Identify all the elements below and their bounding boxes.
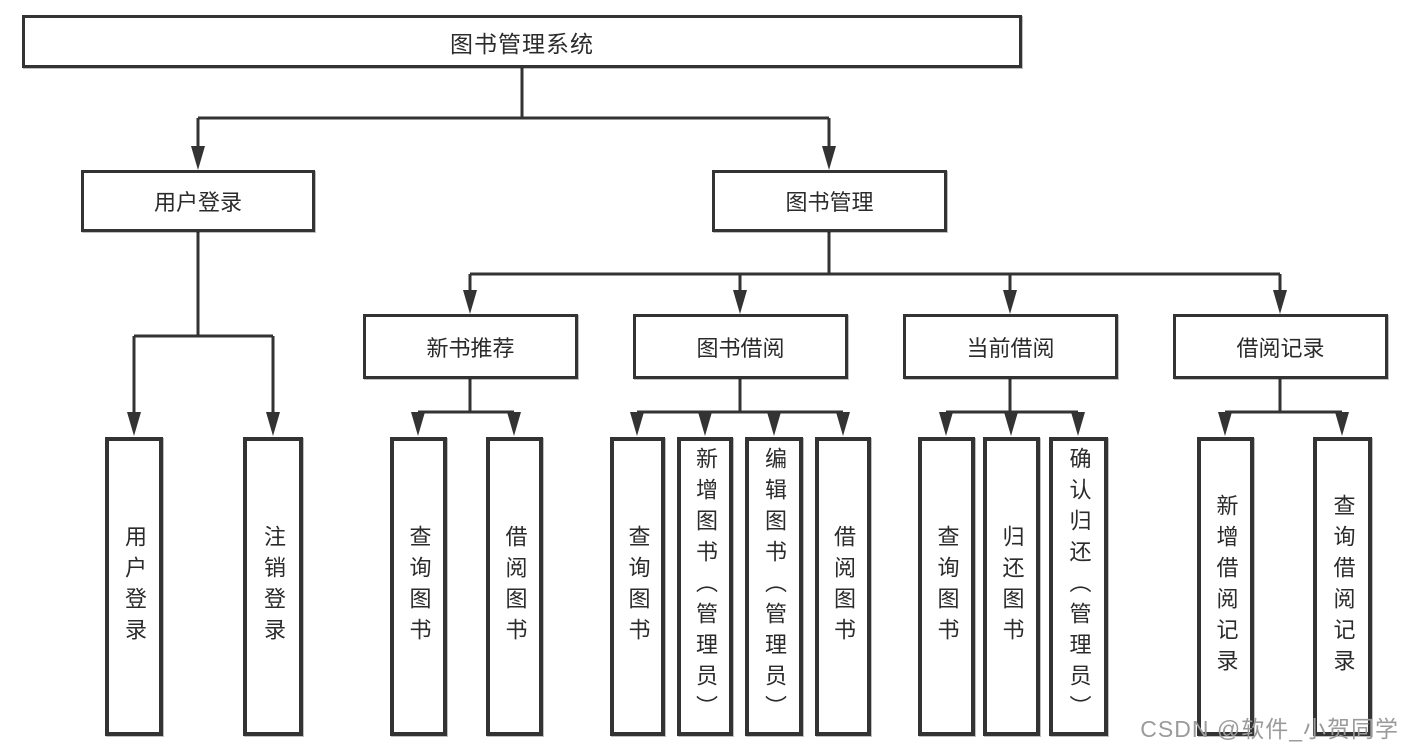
node-library-management-system: 图书管理系统 [22, 15, 1022, 68]
csdn-watermark: CSDN @软件_小贺同学 [1140, 716, 1399, 742]
node-leaf-user-login: 用户登录 [105, 437, 163, 736]
node-label: 归还图书 [999, 524, 1025, 649]
node-label: 确认归还（管理员） [1066, 447, 1092, 726]
node-label: 查询借阅记录 [1330, 493, 1356, 680]
node-label: 图书管理系统 [450, 30, 594, 57]
node-book-management: 图书管理 [712, 170, 947, 232]
node-leaf-query-book-3: 查询图书 [918, 437, 975, 736]
node-leaf-logout: 注销登录 [243, 437, 303, 736]
node-leaf-edit-book-admin: 编辑图书（管理员） [745, 437, 803, 736]
node-label: 查询图书 [934, 524, 960, 649]
node-leaf-borrow-book-1: 借阅图书 [486, 437, 543, 736]
node-current-borrow: 当前借阅 [903, 314, 1118, 379]
node-book-borrow: 图书借阅 [633, 314, 848, 379]
node-user-login: 用户登录 [81, 170, 315, 232]
node-new-book-recommend: 新书推荐 [363, 314, 578, 379]
node-label: 图书管理 [785, 190, 874, 215]
node-label: 当前借阅 [966, 335, 1055, 361]
node-leaf-confirm-return-admin: 确认归还（管理员） [1049, 437, 1108, 736]
node-leaf-query-book-1: 查询图书 [390, 437, 447, 736]
node-label: 新增借阅记录 [1213, 493, 1239, 680]
node-leaf-add-borrow-record: 新增借阅记录 [1197, 437, 1254, 736]
node-label: 借阅图书 [831, 524, 856, 649]
node-label: 图书借阅 [696, 335, 785, 361]
node-label: 用户登录 [153, 190, 242, 215]
node-leaf-query-borrow-record: 查询借阅记录 [1313, 437, 1372, 736]
node-label: 注销登录 [261, 524, 286, 649]
node-leaf-return-book: 归还图书 [983, 437, 1040, 736]
node-leaf-add-book-admin: 新增图书（管理员） [677, 437, 733, 736]
node-label: 查询图书 [625, 524, 651, 649]
node-label: 用户登录 [122, 524, 147, 649]
node-label: 借阅图书 [502, 524, 528, 649]
node-label: 编辑图书（管理员） [762, 447, 787, 726]
node-label: 新增图书（管理员） [693, 447, 718, 726]
node-leaf-borrow-book-2: 借阅图书 [815, 437, 871, 736]
node-borrow-record: 借阅记录 [1173, 314, 1388, 379]
node-label: 新书推荐 [426, 335, 515, 361]
node-label: 借阅记录 [1236, 335, 1325, 361]
node-label: 查询图书 [406, 524, 432, 649]
node-leaf-query-book-2: 查询图书 [610, 437, 665, 736]
